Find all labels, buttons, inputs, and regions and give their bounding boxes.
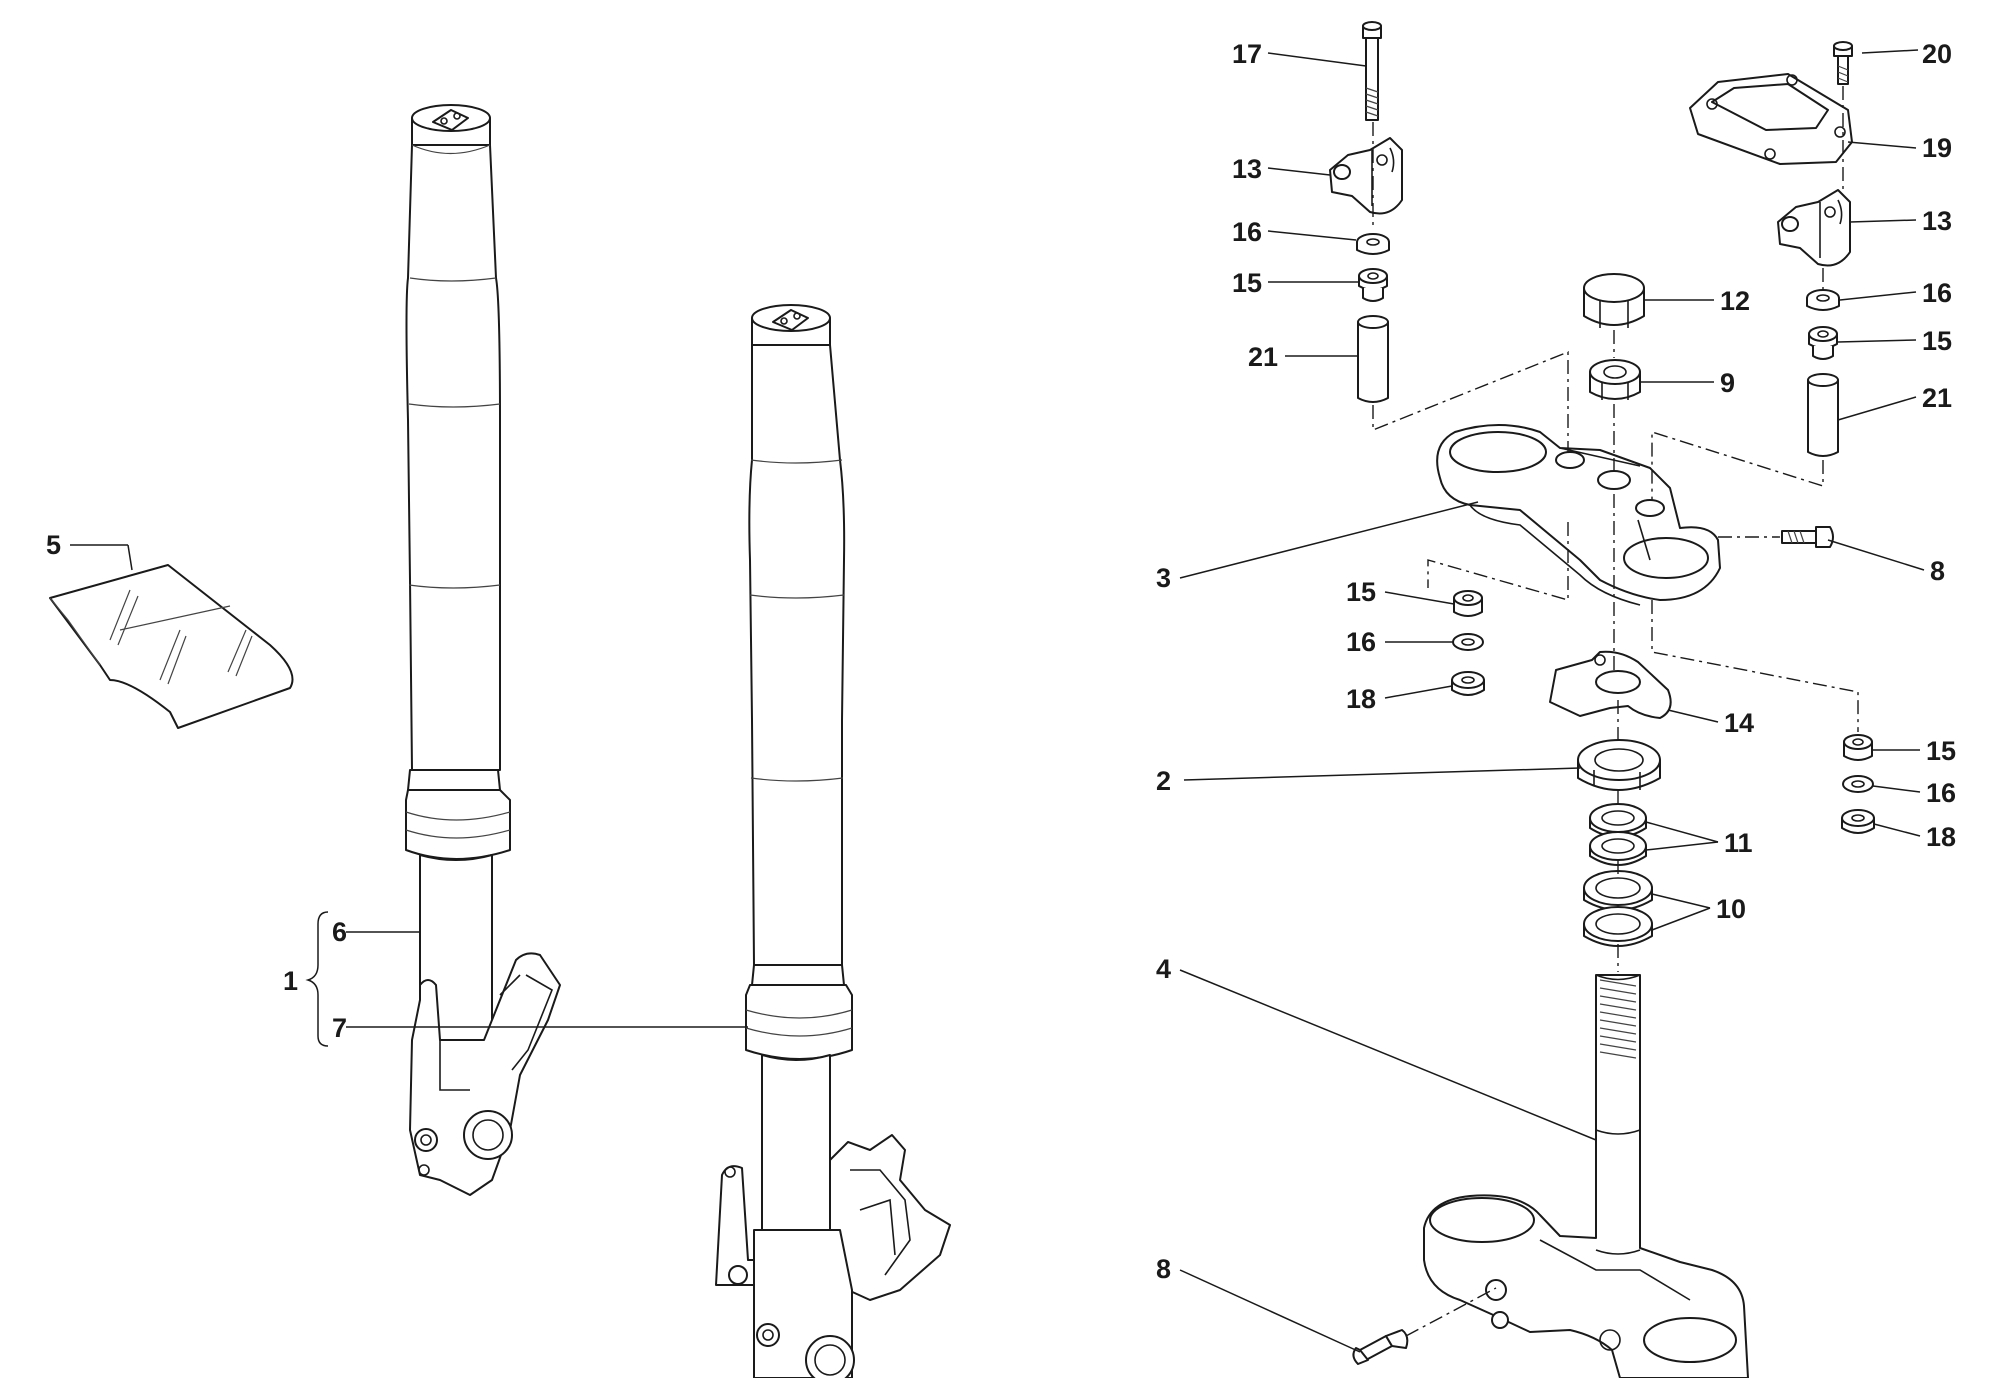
callout-16-lower-left: 16	[1346, 627, 1376, 657]
part-16-washer-lower-left	[1452, 633, 1484, 651]
callout-11: 11	[1724, 828, 1753, 858]
callout-6: 6	[332, 917, 347, 947]
callout-15-lower-left: 15	[1346, 577, 1376, 607]
part-15-bushing-lower-right	[1843, 734, 1873, 761]
part-12-cap-nut	[1583, 273, 1645, 328]
part-21-spacer-right	[1807, 373, 1839, 457]
callout-14: 14	[1724, 708, 1754, 738]
part-17-bolt	[1362, 21, 1382, 121]
callout-18-lower-right: 18	[1926, 822, 1956, 852]
part-8-bolt-upper	[1781, 526, 1834, 548]
callout-15-right: 15	[1922, 326, 1952, 356]
part-15-bushing-right	[1808, 326, 1838, 360]
callout-19: 19	[1922, 133, 1952, 163]
callout-18-lower-left: 18	[1346, 684, 1376, 714]
callout-2: 2	[1156, 766, 1171, 796]
callout-21-left: 21	[1248, 342, 1278, 372]
callout-15-left: 15	[1232, 268, 1262, 298]
leader-lines	[70, 49, 1925, 1353]
part-11-seal-lower	[1589, 831, 1647, 866]
assembly-lines	[1372, 86, 1859, 1337]
callout-4: 4	[1156, 954, 1171, 984]
part-14-lock-plate	[1549, 650, 1672, 719]
part-5-bag	[49, 564, 294, 729]
callout-13-right: 13	[1922, 206, 1952, 236]
part-21-spacer-left	[1357, 315, 1389, 403]
part-19-top-clamp	[1689, 73, 1853, 165]
part-15-bushing-left	[1358, 268, 1388, 302]
callout-16-right: 16	[1922, 278, 1952, 308]
part-8-bolt-lower	[1352, 1329, 1409, 1365]
callout-5: 5	[46, 530, 61, 560]
brace-symbol	[305, 911, 329, 1047]
part-10-bearing-upper	[1583, 870, 1653, 911]
part-20-bolt	[1833, 41, 1853, 85]
callout-20: 20	[1922, 39, 1952, 69]
part-16-washer-right	[1806, 289, 1840, 311]
part-11-seal-upper	[1589, 803, 1647, 838]
callout-13-left: 13	[1232, 154, 1262, 184]
callout-1: 1	[283, 966, 298, 996]
callout-15-lower-right: 15	[1926, 736, 1956, 766]
part-13-clamp-right	[1777, 189, 1851, 267]
part-15-bushing-lower-left	[1453, 590, 1483, 617]
part-2-ring-nut	[1577, 739, 1661, 791]
callout-12: 12	[1720, 286, 1750, 316]
callout-17: 17	[1232, 39, 1262, 69]
callout-16-lower-right: 16	[1926, 778, 1956, 808]
callout-labels: 1 6 7 5 17 13 16 15 21 20 19 13 16 15 21…	[46, 39, 1956, 1284]
part-3-top-triple-clamp	[1436, 424, 1721, 606]
callout-21-right: 21	[1922, 383, 1952, 413]
callout-8-upper: 8	[1930, 556, 1945, 586]
part-4-steering-stem	[1423, 974, 1749, 1378]
callout-8-lower: 8	[1156, 1254, 1171, 1284]
callout-3: 3	[1156, 563, 1171, 593]
callout-7: 7	[332, 1013, 347, 1043]
part-16-washer-lower-right	[1842, 775, 1874, 793]
part-10-bearing-lower	[1583, 906, 1653, 947]
callout-16-left: 16	[1232, 217, 1262, 247]
part-18-nut-lower-left	[1451, 671, 1485, 696]
fork-leg-right	[715, 304, 951, 1378]
callout-10: 10	[1716, 894, 1746, 924]
part-9-nut	[1589, 359, 1641, 400]
fork-leg-left	[405, 104, 561, 1196]
part-13-clamp-left	[1329, 137, 1403, 215]
part-18-nut-lower-right	[1841, 809, 1875, 834]
part-16-washer-left	[1356, 233, 1390, 255]
callout-9: 9	[1720, 368, 1735, 398]
